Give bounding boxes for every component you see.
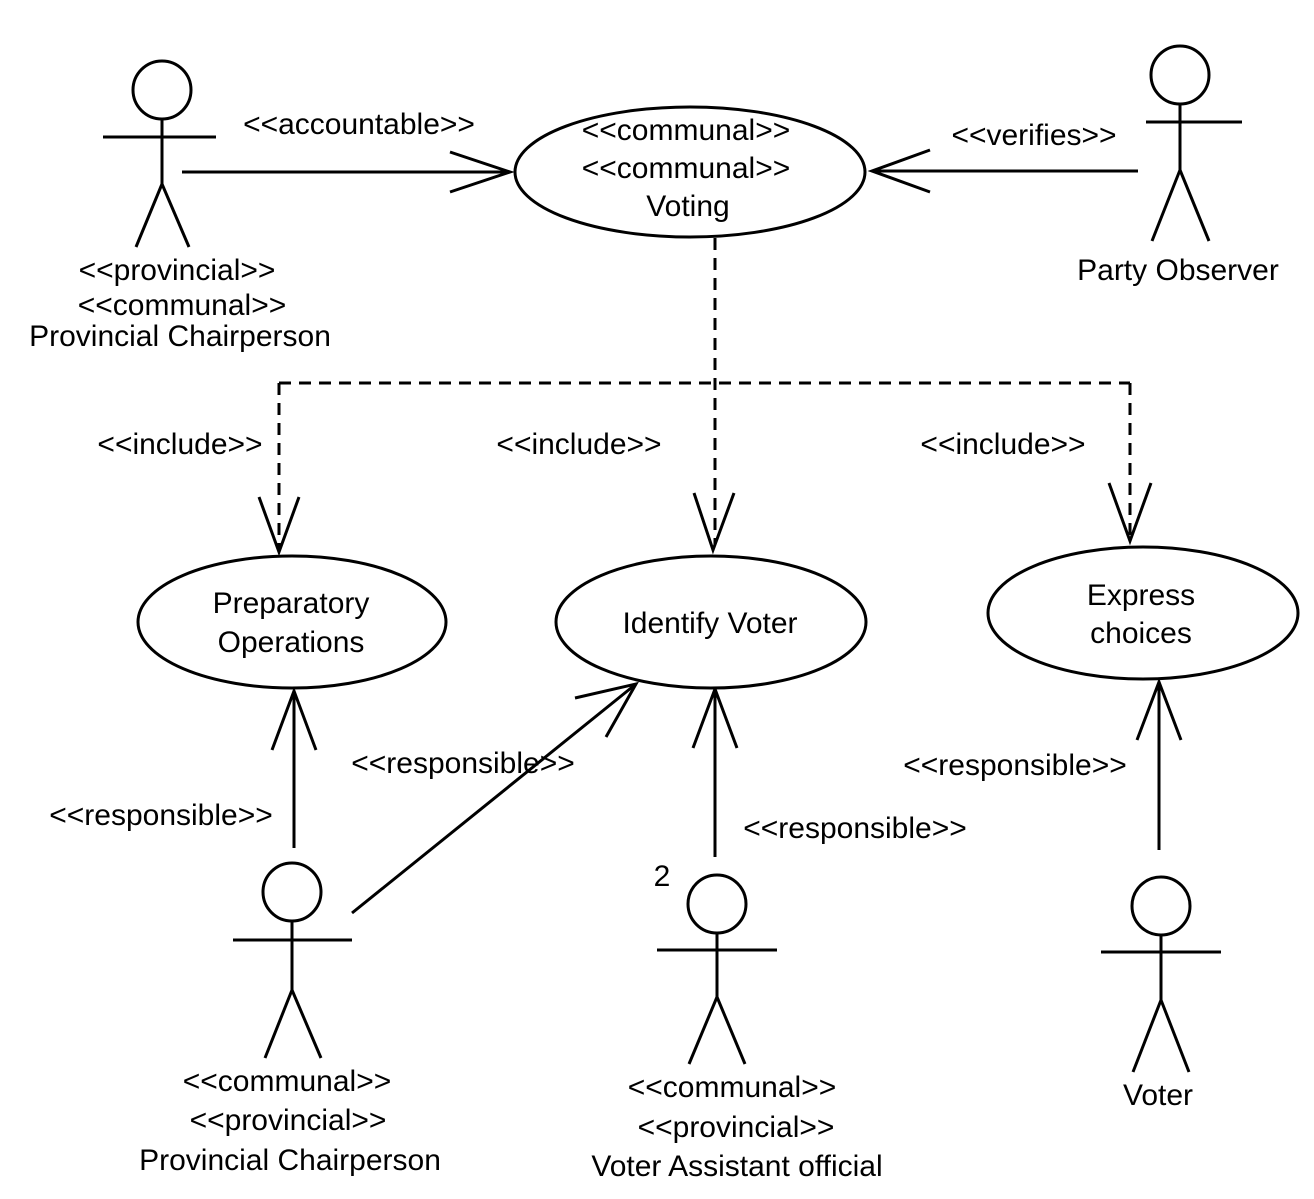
usecase-express-line-2: choices: [1090, 617, 1192, 650]
actor-figure-icon: [1146, 44, 1242, 242]
usecase-express-ellipse: [986, 545, 1300, 681]
actor-bottom-left-stereotype-2: <<provincial>>: [190, 1104, 387, 1137]
actor-provincial-chairperson-bottom[interactable]: <<communal>> <<provincial>> Provincial C…: [139, 861, 441, 1177]
usecase-voting-ellipse: [513, 105, 867, 239]
usecase-preparatory-line-1: Preparatory: [213, 587, 370, 620]
usecase-preparatory-operations[interactable]: Preparatory Operations: [136, 554, 448, 690]
actor-provincial-chairperson-top[interactable]: <<provincial>> <<communal>> Provincial C…: [29, 59, 331, 353]
usecase-express-line-1: Express: [1087, 579, 1195, 612]
label-responsible-identify-diag: <<responsible>>: [351, 747, 575, 780]
label-verifies: <<verifies>>: [951, 119, 1116, 152]
actor-bottom-middle-stereotype-2: <<provincial>>: [638, 1111, 835, 1144]
usecase-identify-voter[interactable]: Identify Voter: [554, 554, 868, 690]
responsible-prep-arrowhead: [270, 686, 318, 751]
label-responsible-prep: <<responsible>>: [49, 799, 273, 832]
actor-top-left-stereotype-1: <<provincial>>: [79, 254, 276, 287]
include-arrowhead-middle: [692, 492, 736, 555]
actor-top-left-name: Provincial Chairperson: [29, 320, 331, 353]
actor-bottom-left-stereotype-1: <<communal>>: [183, 1065, 391, 1098]
label-include-left: <<include>>: [97, 428, 262, 461]
usecase-voting[interactable]: <<communal>> <<communal>> Voting: [513, 105, 867, 239]
usecase-identify-ellipse: [554, 554, 868, 690]
accountable-arrowhead: [449, 150, 515, 194]
usecase-identify-name: Identify Voter: [622, 607, 797, 640]
actor-figure-icon: [103, 59, 216, 248]
include-connectors: [257, 238, 1153, 557]
actor-voter-assistant-official[interactable]: 2 <<communal>> <<provincial>> Voter Assi…: [591, 860, 882, 1183]
usecase-express-choices[interactable]: Express choices: [986, 545, 1300, 681]
actor-figure-icon: [657, 873, 777, 1065]
actor-party-observer[interactable]: Party Observer: [1077, 44, 1279, 287]
actor-figure-icon: [233, 861, 352, 1059]
actor-top-left-stereotype-2: <<communal>>: [78, 289, 286, 322]
usecase-voting-stereotype-1: <<communal>>: [582, 114, 790, 147]
actor-bottom-middle-name: Voter Assistant official: [591, 1150, 882, 1183]
actor-voter-name: Voter: [1123, 1079, 1193, 1112]
label-responsible-identify: <<responsible>>: [743, 812, 967, 845]
usecase-preparatory-line-2: Operations: [218, 626, 365, 659]
actor-party-observer-name: Party Observer: [1077, 254, 1279, 287]
label-accountable: <<accountable>>: [243, 108, 475, 141]
usecase-voting-stereotype-2: <<communal>>: [582, 152, 790, 185]
responsible-identify-diag-line: [351, 682, 637, 915]
label-responsible-express: <<responsible>>: [903, 749, 1127, 782]
verifies-arrowhead: [867, 148, 931, 194]
actor-figure-icon: [1101, 875, 1221, 1073]
usecase-voting-name: Voting: [646, 190, 729, 223]
actor-multiplicity: 2: [654, 860, 671, 893]
usecase-preparatory-ellipse: [136, 554, 448, 690]
include-arrowhead-left: [257, 496, 301, 557]
actor-bottom-middle-stereotype-1: <<communal>>: [628, 1071, 836, 1104]
actor-bottom-left-name: Provincial Chairperson: [139, 1144, 441, 1177]
label-include-middle: <<include>>: [496, 428, 661, 461]
label-include-right: <<include>>: [920, 428, 1085, 461]
relation-labels: <<accountable>> <<verifies>> <<include>>…: [49, 108, 1127, 845]
association-arrows: [182, 148, 1183, 915]
responsible-identify-diag-arrowhead: [574, 681, 639, 738]
actor-voter[interactable]: Voter: [1101, 875, 1221, 1112]
include-arrowhead-right: [1107, 482, 1153, 546]
responsible-express-arrowhead: [1135, 677, 1183, 741]
